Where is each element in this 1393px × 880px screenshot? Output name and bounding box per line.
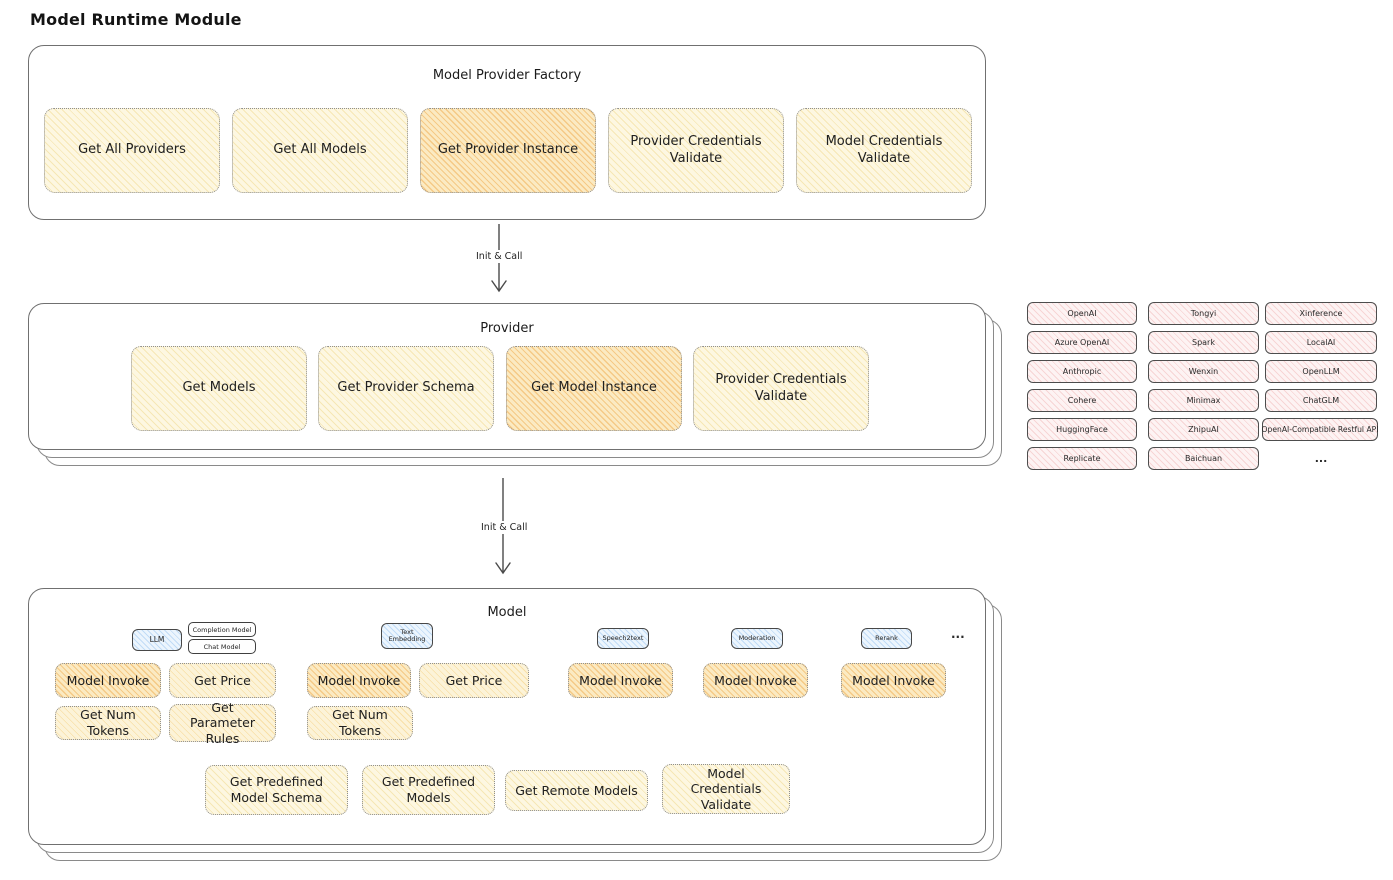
op-get-all-models: Get All Models bbox=[232, 108, 408, 193]
op-get-models: Get Models bbox=[131, 346, 307, 431]
op-get-all-providers: Get All Providers bbox=[44, 108, 220, 193]
provider-anthropic: Anthropic bbox=[1027, 360, 1137, 383]
op-get-provider-instance: Get Provider Instance bbox=[420, 108, 596, 193]
op-get-provider-schema: Get Provider Schema bbox=[318, 346, 494, 431]
provider-spark: Spark bbox=[1148, 331, 1259, 354]
op-get-predefined-models: Get Predefined Models bbox=[362, 765, 495, 815]
provider-openai-compatible: OpenAI-Compatible Restful API bbox=[1262, 418, 1378, 441]
diagram-title: Model Runtime Module bbox=[30, 10, 242, 29]
tag-moderation: Moderation bbox=[731, 628, 783, 649]
op-model-invoke-moderation: Model Invoke bbox=[703, 663, 808, 698]
tag-chat-model: Chat Model bbox=[188, 639, 256, 654]
op-model-invoke-speech2text: Model Invoke bbox=[568, 663, 673, 698]
tag-text-embedding: Text Embedding bbox=[381, 623, 433, 649]
tag-completion-model: Completion Model bbox=[188, 622, 256, 637]
op-get-price-text-embedding: Get Price bbox=[419, 663, 529, 698]
op-provider-credentials-validate: Provider Credentials Validate bbox=[608, 108, 784, 193]
provider-azure-openai: Azure OpenAI bbox=[1027, 331, 1137, 354]
model-container: Model LLM Completion Model Chat Model Te… bbox=[28, 588, 986, 845]
provider-openllm: OpenLLM bbox=[1265, 360, 1377, 383]
model-types-more: ... bbox=[951, 627, 965, 641]
provider-zhipuai: ZhipuAI bbox=[1148, 418, 1259, 441]
init-call-label-2: Init & Call bbox=[477, 521, 532, 534]
op-model-credentials-validate-2: Model Credentials Validate bbox=[662, 764, 790, 814]
provider-title: Provider bbox=[480, 321, 534, 336]
provider-list-more: ... bbox=[1314, 452, 1328, 465]
provider-openai: OpenAI bbox=[1027, 302, 1137, 325]
provider-baichuan: Baichuan bbox=[1148, 447, 1259, 470]
provider-huggingface: HuggingFace bbox=[1027, 418, 1137, 441]
op-get-predefined-model-schema: Get Predefined Model Schema bbox=[205, 765, 348, 815]
op-model-credentials-validate: Model Credentials Validate bbox=[796, 108, 972, 193]
provider-xinference: Xinference bbox=[1265, 302, 1377, 325]
factory-title: Model Provider Factory bbox=[432, 68, 582, 83]
provider-chatglm: ChatGLM bbox=[1265, 389, 1377, 412]
op-get-model-instance: Get Model Instance bbox=[506, 346, 682, 431]
op-get-remote-models: Get Remote Models bbox=[505, 770, 648, 811]
provider-minimax: Minimax bbox=[1148, 389, 1259, 412]
provider-container: Provider Get Models Get Provider Schema … bbox=[28, 303, 986, 450]
factory-container: Model Provider Factory Get All Providers… bbox=[28, 45, 986, 220]
init-call-label-1: Init & Call bbox=[472, 250, 527, 263]
model-title: Model bbox=[487, 605, 527, 620]
provider-wenxin: Wenxin bbox=[1148, 360, 1259, 383]
op-get-parameter-rules: Get Parameter Rules bbox=[169, 700, 276, 746]
op-get-num-tokens-text-embedding: Get Num Tokens bbox=[307, 706, 413, 740]
tag-llm: LLM bbox=[132, 629, 182, 651]
op-provider-credentials-validate-2: Provider Credentials Validate bbox=[693, 346, 869, 431]
op-get-num-tokens-llm: Get Num Tokens bbox=[55, 706, 161, 740]
op-model-invoke-text-embedding: Model Invoke bbox=[307, 663, 411, 698]
op-model-invoke-llm: Model Invoke bbox=[55, 663, 161, 698]
tag-speech2text: Speech2text bbox=[597, 628, 649, 649]
op-get-price-llm: Get Price bbox=[169, 663, 276, 698]
tag-rerank: Rerank bbox=[861, 628, 912, 649]
provider-tongyi: Tongyi bbox=[1148, 302, 1259, 325]
op-model-invoke-rerank: Model Invoke bbox=[841, 663, 946, 698]
provider-replicate: Replicate bbox=[1027, 447, 1137, 470]
provider-localai: LocalAI bbox=[1265, 331, 1377, 354]
provider-cohere: Cohere bbox=[1027, 389, 1137, 412]
